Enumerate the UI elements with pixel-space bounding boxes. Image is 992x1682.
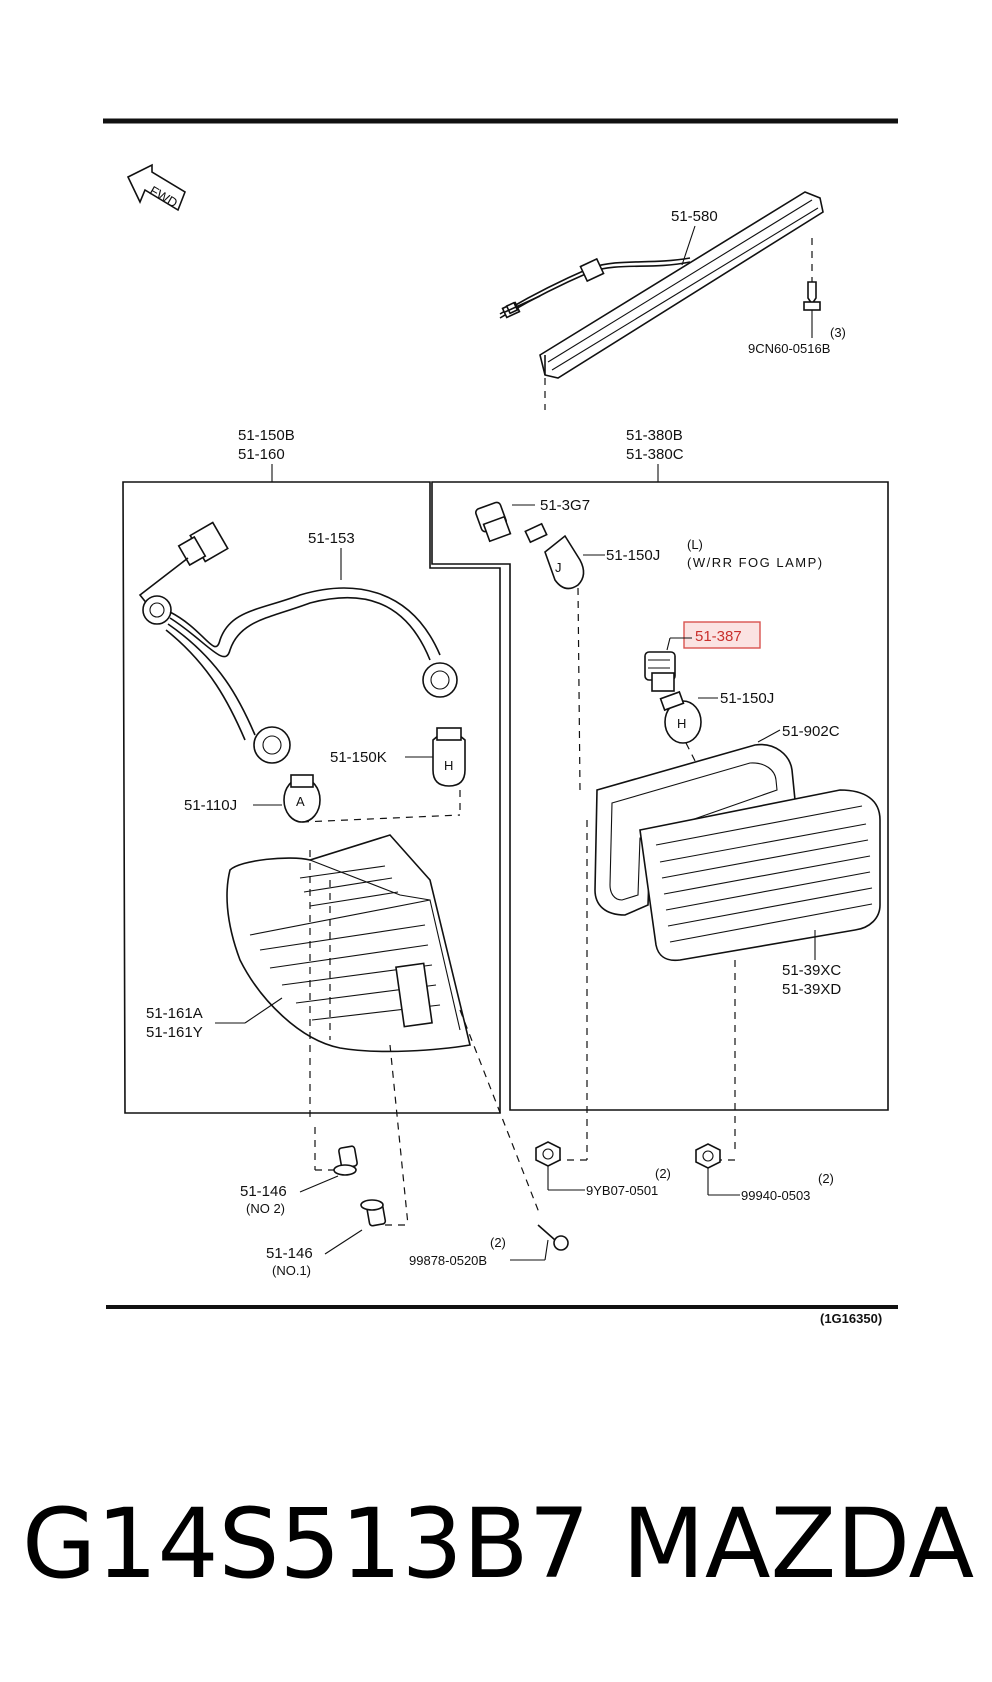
label-gasket: 51-902C (782, 723, 840, 740)
label-bulb-150k: 51-150K (330, 749, 387, 766)
label-nut-a-qty: (2) (655, 1166, 671, 1181)
label-outer-lamp-1: 51-161A (146, 1005, 203, 1022)
label-inner-lamp-2: 51-39XD (782, 981, 841, 998)
clip-no2-icon: 51-146 (NO 2) (240, 1127, 358, 1216)
label-nut-a-code: 9YB07-0501 (586, 1183, 658, 1198)
label-bulb-150j-b: 51-150J (720, 690, 774, 707)
right-assembly-box (431, 481, 889, 1111)
outer-tail-lamp: 51-161A 51-161Y (146, 834, 471, 1053)
label-left-box-1: 51-150B (238, 427, 295, 444)
bulb-150j-a-icon: J 51-150J (L) (W/RR FOG LAMP) (524, 522, 824, 590)
label-bulb-note-1: (L) (687, 537, 703, 552)
socket-3g7-icon: 51-3G7 (475, 497, 590, 543)
inner-tail-lamp: 51-39XC 51-39XD (639, 789, 881, 998)
label-clip-no1-note: (NO.1) (272, 1263, 311, 1278)
label-socket-387: 51-387 (695, 628, 742, 645)
bulb-150k-icon: H 51-150K (330, 727, 466, 787)
label-right-box-1: 51-380B (626, 427, 683, 444)
bulb-150j-b-icon: H 51-150J (659, 690, 774, 744)
screw2-icon: (2) 99878-0520B (409, 1009, 569, 1268)
screw-icon: (3) 9CN60-0516B (748, 238, 846, 356)
label-high-mount-lamp: 51-580 (671, 208, 718, 225)
wiring-harness: 51-153 (138, 521, 458, 764)
svg-text:H: H (677, 716, 686, 731)
svg-text:A: A (296, 794, 305, 809)
label-screw2-qty: (2) (490, 1235, 506, 1250)
high-mount-lamp: 51-580 (499, 191, 824, 379)
left-assembly-box (122, 481, 501, 1114)
socket-387-icon: 51-387 (644, 621, 761, 692)
label-bulb-150j-a: 51-150J (606, 547, 660, 564)
label-nut-b-code: 99940-0503 (741, 1188, 810, 1203)
label-clip-no1: 51-146 (266, 1245, 313, 1262)
svg-text:J: J (555, 560, 562, 575)
label-clip-no2-note: (NO 2) (246, 1201, 285, 1216)
nut-a-icon: (2) 9YB07-0501 (535, 1141, 671, 1198)
label-outer-lamp-2: 51-161Y (146, 1024, 203, 1041)
label-clip-no2: 51-146 (240, 1183, 287, 1200)
label-screw-qty: (3) (830, 325, 846, 340)
nut-b-icon: (2) 99940-0503 (695, 1143, 834, 1203)
label-socket-3g7: 51-3G7 (540, 497, 590, 514)
label-right-box-2: 51-380C (626, 446, 684, 463)
bulb-110j-icon: A 51-110J (184, 774, 321, 823)
label-harness: 51-153 (308, 530, 355, 547)
label-screw-code: 9CN60-0516B (748, 341, 830, 356)
clip-no1-icon: 51-146 (NO.1) (266, 1044, 409, 1278)
diagram-ref-code: (1G16350) (820, 1311, 882, 1326)
svg-text:H: H (444, 758, 453, 773)
label-bulb-110j: 51-110J (184, 797, 237, 814)
label-bulb-note-2: (W/RR FOG LAMP) (687, 555, 824, 570)
part-number: G14S513B7 (22, 1488, 590, 1600)
label-nut-b-qty: (2) (818, 1171, 834, 1186)
fwd-arrow-icon: FWD (126, 163, 186, 212)
label-inner-lamp-1: 51-39XC (782, 962, 841, 979)
label-left-box-2: 51-160 (238, 446, 285, 463)
label-screw2-code: 99878-0520B (409, 1253, 487, 1268)
brand-name: MAZDA (622, 1488, 974, 1600)
